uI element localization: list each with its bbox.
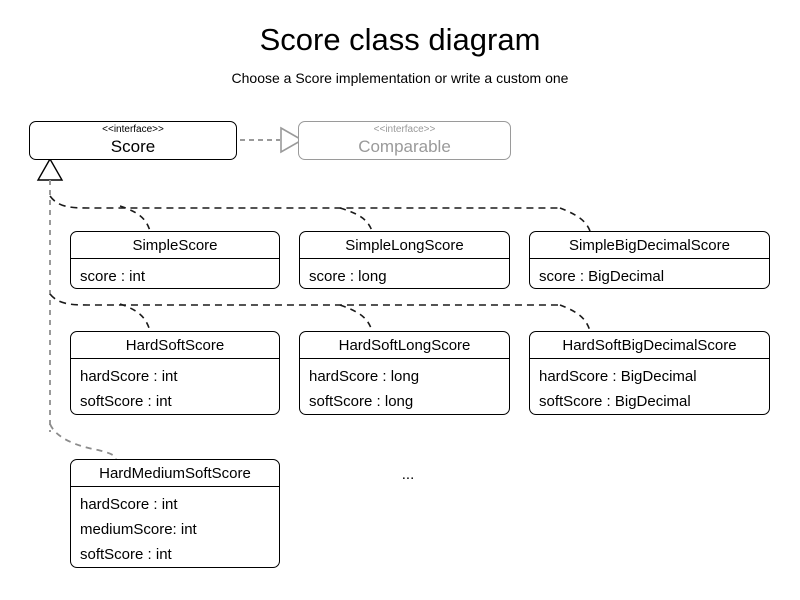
class-attributes: hardScore : BigDecimal softScore : BigDe… bbox=[530, 359, 769, 414]
attribute-row: hardScore : int bbox=[80, 368, 178, 385]
inheritance-drop-row4 bbox=[49, 423, 117, 460]
class-box-simple-score[interactable]: SimpleScore score : int bbox=[70, 231, 280, 289]
attribute-row: hardScore : BigDecimal bbox=[539, 368, 697, 385]
class-box-simple-long-score[interactable]: SimpleLongScore score : long bbox=[299, 231, 510, 289]
attribute-row: softScore : int bbox=[80, 546, 172, 563]
inheritance-drops-row3 bbox=[119, 303, 591, 332]
interface-box-comparable[interactable]: <<interface>> Comparable bbox=[298, 121, 511, 160]
class-title: SimpleLongScore bbox=[300, 232, 509, 259]
more-classes-ellipsis: ... bbox=[401, 466, 415, 483]
page-subtitle: Choose a Score implementation or write a… bbox=[231, 70, 569, 86]
inheritance-bus-row3 bbox=[49, 293, 560, 306]
attribute-row: softScore : BigDecimal bbox=[539, 393, 691, 410]
generalization-triangle bbox=[36, 157, 64, 181]
attribute-row: softScore : long bbox=[309, 393, 414, 410]
attribute-row: score : long bbox=[309, 268, 387, 285]
attribute-row: hardScore : int bbox=[80, 496, 178, 513]
class-box-hard-soft-big-decimal-score[interactable]: HardSoftBigDecimalScore hardScore : BigD… bbox=[529, 331, 770, 415]
class-attributes: hardScore : int softScore : int bbox=[71, 359, 279, 414]
class-title: HardSoftBigDecimalScore bbox=[530, 332, 769, 359]
attribute-row: softScore : int bbox=[80, 393, 172, 410]
class-attributes: score : BigDecimal bbox=[530, 259, 769, 288]
inheritance-drops-row2 bbox=[119, 205, 591, 232]
class-title: SimpleScore bbox=[71, 232, 279, 259]
inheritance-bus-row2 bbox=[49, 195, 560, 209]
interface-box-score[interactable]: <<interface>> Score bbox=[29, 121, 237, 160]
class-title: HardMediumSoftScore bbox=[71, 460, 279, 487]
class-attributes: hardScore : int mediumScore: int softSco… bbox=[71, 487, 279, 567]
attribute-row: score : BigDecimal bbox=[539, 268, 665, 285]
attribute-row: score : int bbox=[80, 268, 146, 285]
class-attributes: score : long bbox=[300, 259, 509, 288]
attribute-row: mediumScore: int bbox=[80, 521, 197, 538]
score-name: Score bbox=[110, 137, 156, 156]
class-title: HardSoftLongScore bbox=[300, 332, 509, 359]
class-title: HardSoftScore bbox=[71, 332, 279, 359]
comparable-stereotype: <<interface>> bbox=[373, 124, 436, 135]
class-box-simple-big-decimal-score[interactable]: SimpleBigDecimalScore score : BigDecimal bbox=[529, 231, 770, 289]
class-box-hard-soft-long-score[interactable]: HardSoftLongScore hardScore : long softS… bbox=[299, 331, 510, 415]
class-box-hard-medium-soft-score[interactable]: HardMediumSoftScore hardScore : int medi… bbox=[70, 459, 280, 568]
score-stereotype: <<interface>> bbox=[102, 124, 164, 135]
class-box-hard-soft-score[interactable]: HardSoftScore hardScore : int softScore … bbox=[70, 331, 280, 415]
comparable-name: Comparable bbox=[358, 137, 451, 156]
class-attributes: score : int bbox=[71, 259, 279, 288]
page-title: Score class diagram bbox=[259, 22, 541, 57]
attribute-row: hardScore : long bbox=[309, 368, 420, 385]
realization-score-comparable bbox=[240, 126, 304, 154]
class-title: SimpleBigDecimalScore bbox=[530, 232, 769, 259]
class-attributes: hardScore : long softScore : long bbox=[300, 359, 509, 414]
